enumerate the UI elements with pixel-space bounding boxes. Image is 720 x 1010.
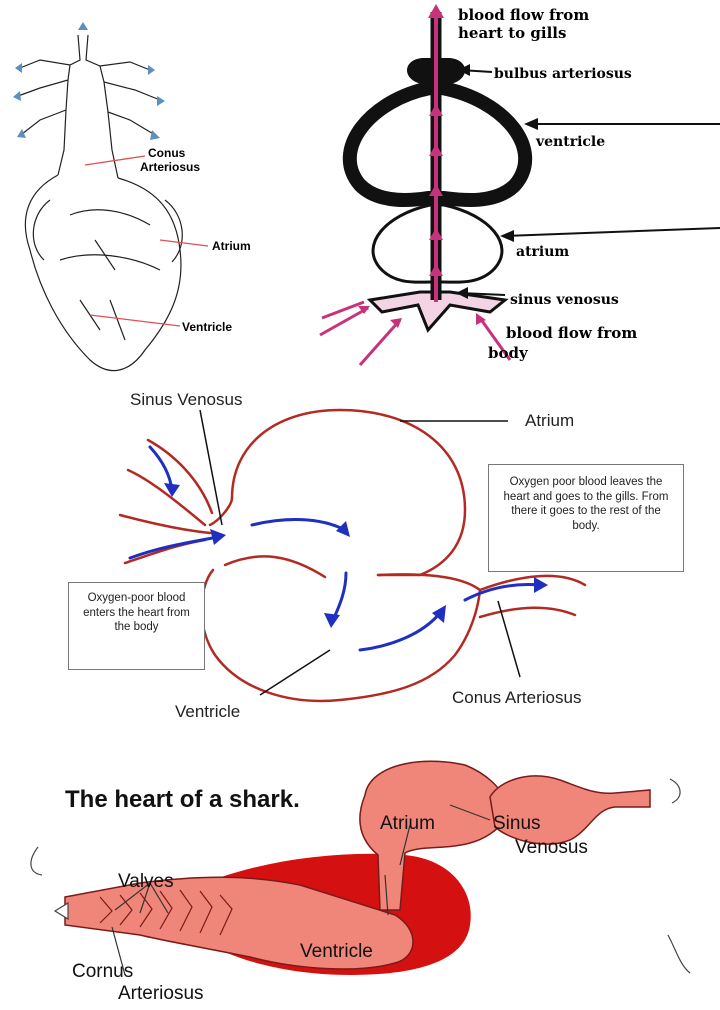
label-bulbus: bulbus arteriosus: [494, 66, 632, 82]
vessel-arrowheads: [13, 22, 165, 140]
flow-label-leaders: [200, 410, 520, 695]
frog-heart-outline: [18, 35, 182, 371]
label-flow-out-1: blood flow from: [458, 6, 589, 24]
outflow-arrowhead: [55, 903, 68, 919]
label-sinus-venosus: Sinus Venosus: [130, 390, 242, 409]
shark-heart-drawing: The heart of a shark. Atrium Sinus Venos…: [0, 735, 720, 1010]
label-conus-arteriosus: Conus Arteriosus: [452, 688, 581, 707]
shark-heart-panel: The heart of a shark. Atrium Sinus Venos…: [0, 735, 720, 1010]
frog-label-leaders: [85, 156, 208, 326]
label-flow-in-1: blood flow from: [506, 324, 637, 342]
label-ventricle: ventricle: [535, 134, 605, 150]
label-flow-in-2: body: [488, 344, 529, 362]
note-enter: Oxygen-poor blood enters the heart from …: [68, 582, 205, 670]
label-ventricle: Ventricle: [175, 702, 240, 721]
label-arteriosus: Arteriosus: [118, 983, 204, 1004]
label-atrium: Atrium: [525, 411, 574, 430]
label-sinus: sinus venosus: [510, 292, 619, 308]
frog-label-atrium: Atrium: [212, 239, 251, 253]
label-valves: Valves: [118, 871, 174, 892]
label-venosus: Venosus: [515, 837, 588, 858]
frog-label-conus: Conus: [148, 146, 186, 160]
frog-heart-panel: Conus Arteriosus Atrium Ventricle: [0, 0, 310, 385]
fish-heart-drawing: blood flow from heart to gills bulbus ar…: [310, 0, 720, 385]
note-leave: Oxygen poor blood leaves the heart and g…: [488, 464, 684, 572]
label-atrium: atrium: [516, 244, 569, 260]
shark-title: The heart of a shark.: [65, 786, 300, 813]
fish-heart-panel: blood flow from heart to gills bulbus ar…: [310, 0, 720, 385]
frog-label-ventricle: Ventricle: [182, 320, 232, 334]
label-atrium: Atrium: [380, 813, 435, 834]
frog-heart-drawing: Conus Arteriosus Atrium Ventricle: [0, 0, 310, 385]
label-sinus: Sinus: [493, 813, 541, 834]
label-cornus: Cornus: [72, 961, 133, 982]
label-flow-out-2: heart to gills: [458, 24, 566, 42]
frog-label-conus-2: Arteriosus: [140, 160, 200, 174]
label-ventricle: Ventricle: [300, 941, 373, 962]
